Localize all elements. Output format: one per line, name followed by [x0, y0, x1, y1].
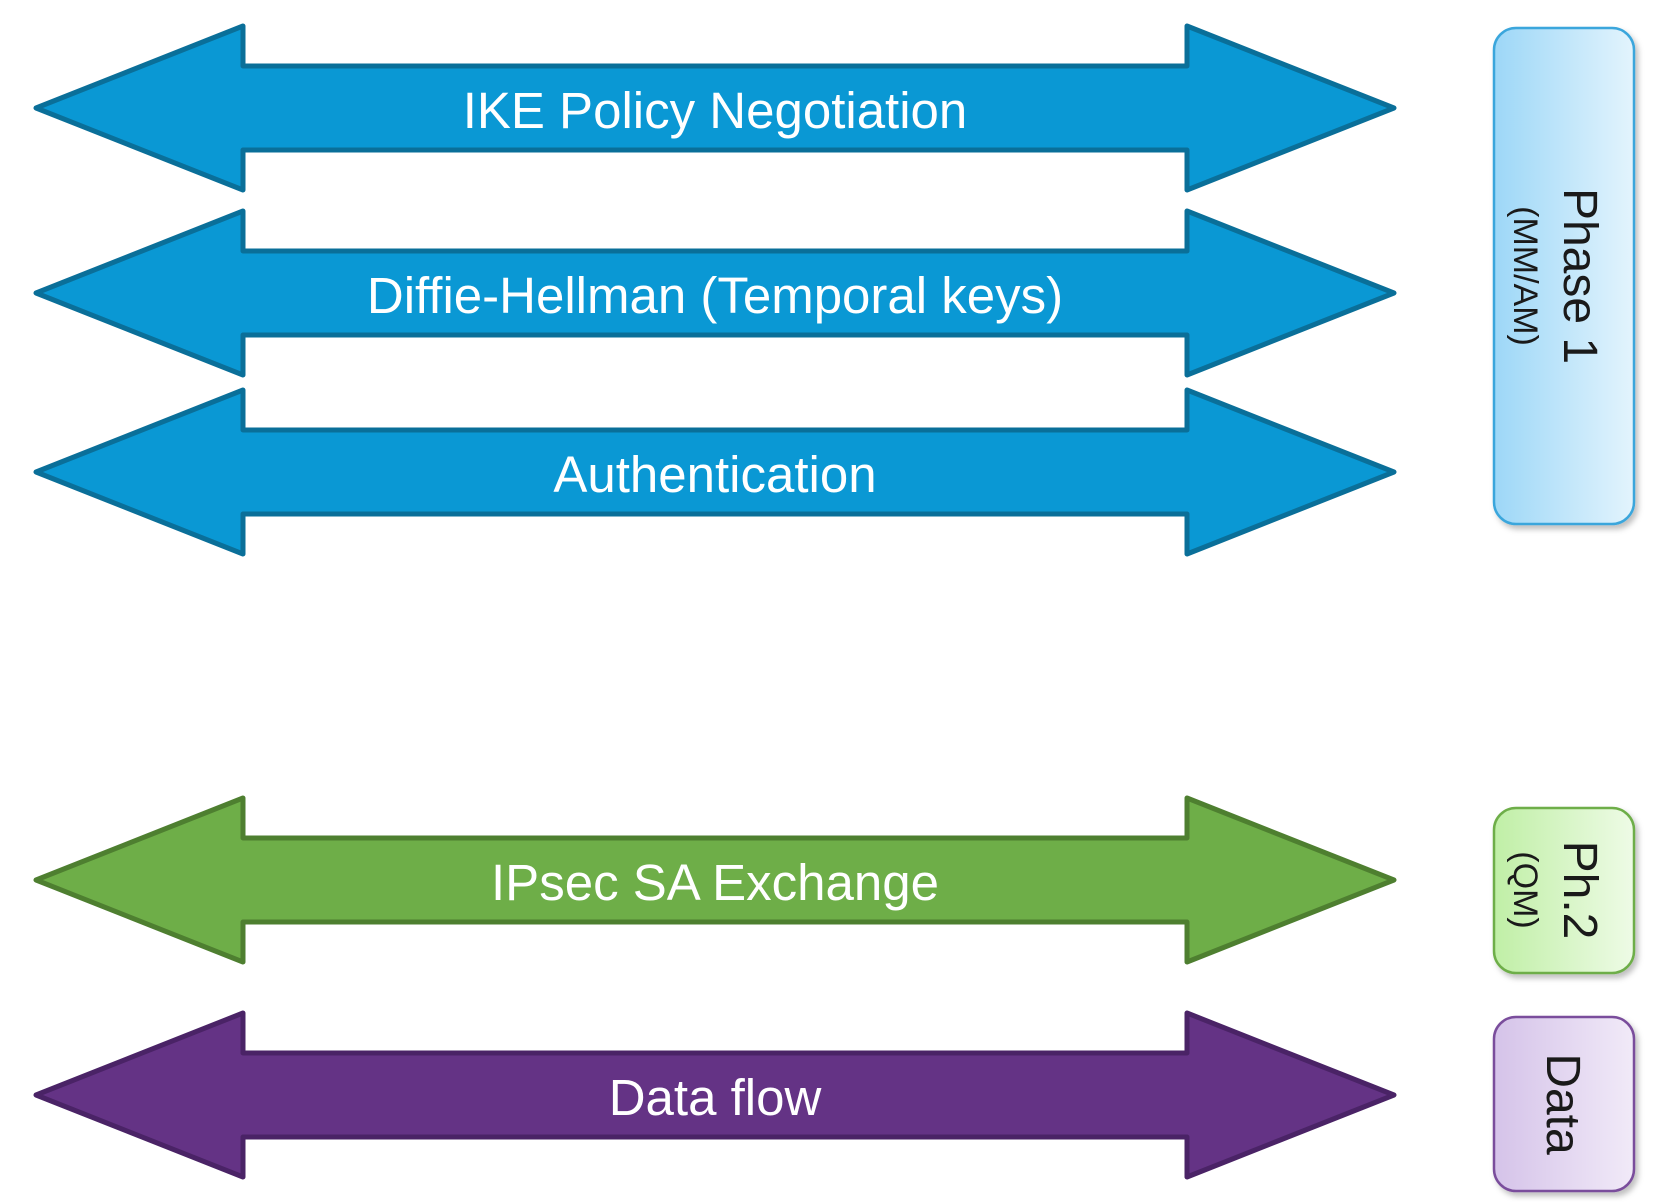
- phase-title: Ph.2: [1553, 841, 1606, 940]
- arrow-label: Diffie-Hellman (Temporal keys): [367, 267, 1063, 324]
- arrow-ipsec-sa-exchange: IPsec SA Exchange: [33, 795, 1397, 965]
- arrow-data-flow: Data flow: [33, 1010, 1397, 1180]
- double-arrow-shape: [33, 387, 1397, 557]
- arrow-authentication: Authentication: [33, 387, 1397, 557]
- data-box: Data: [1492, 1015, 1636, 1193]
- arrow-diffie-hellman: Diffie-Hellman (Temporal keys): [33, 208, 1397, 378]
- phase-title: Data: [1536, 1053, 1589, 1155]
- double-arrow-shape: [33, 208, 1397, 378]
- arrow-label: IPsec SA Exchange: [491, 854, 939, 911]
- arrow-ike-policy-negotiation: IKE Policy Negotiation: [33, 23, 1397, 193]
- double-arrow-shape: [33, 1010, 1397, 1180]
- double-arrow-shape: [33, 23, 1397, 193]
- phase-subtitle: (QM): [1506, 851, 1544, 928]
- phase-1-box: Phase 1 (MM/AM): [1492, 26, 1636, 526]
- phase-box-background: [1492, 806, 1636, 975]
- phase-box-background: [1492, 1015, 1636, 1193]
- arrow-label: Authentication: [553, 446, 876, 503]
- phase-subtitle: (MM/AM): [1506, 206, 1544, 346]
- arrow-label: Data flow: [609, 1069, 822, 1126]
- double-arrow-shape: [33, 795, 1397, 965]
- phase-title: Phase 1: [1553, 188, 1606, 364]
- arrow-label: IKE Policy Negotiation: [463, 82, 968, 139]
- phase-box-background: [1492, 26, 1636, 526]
- phase-2-box: Ph.2 (QM): [1492, 806, 1636, 975]
